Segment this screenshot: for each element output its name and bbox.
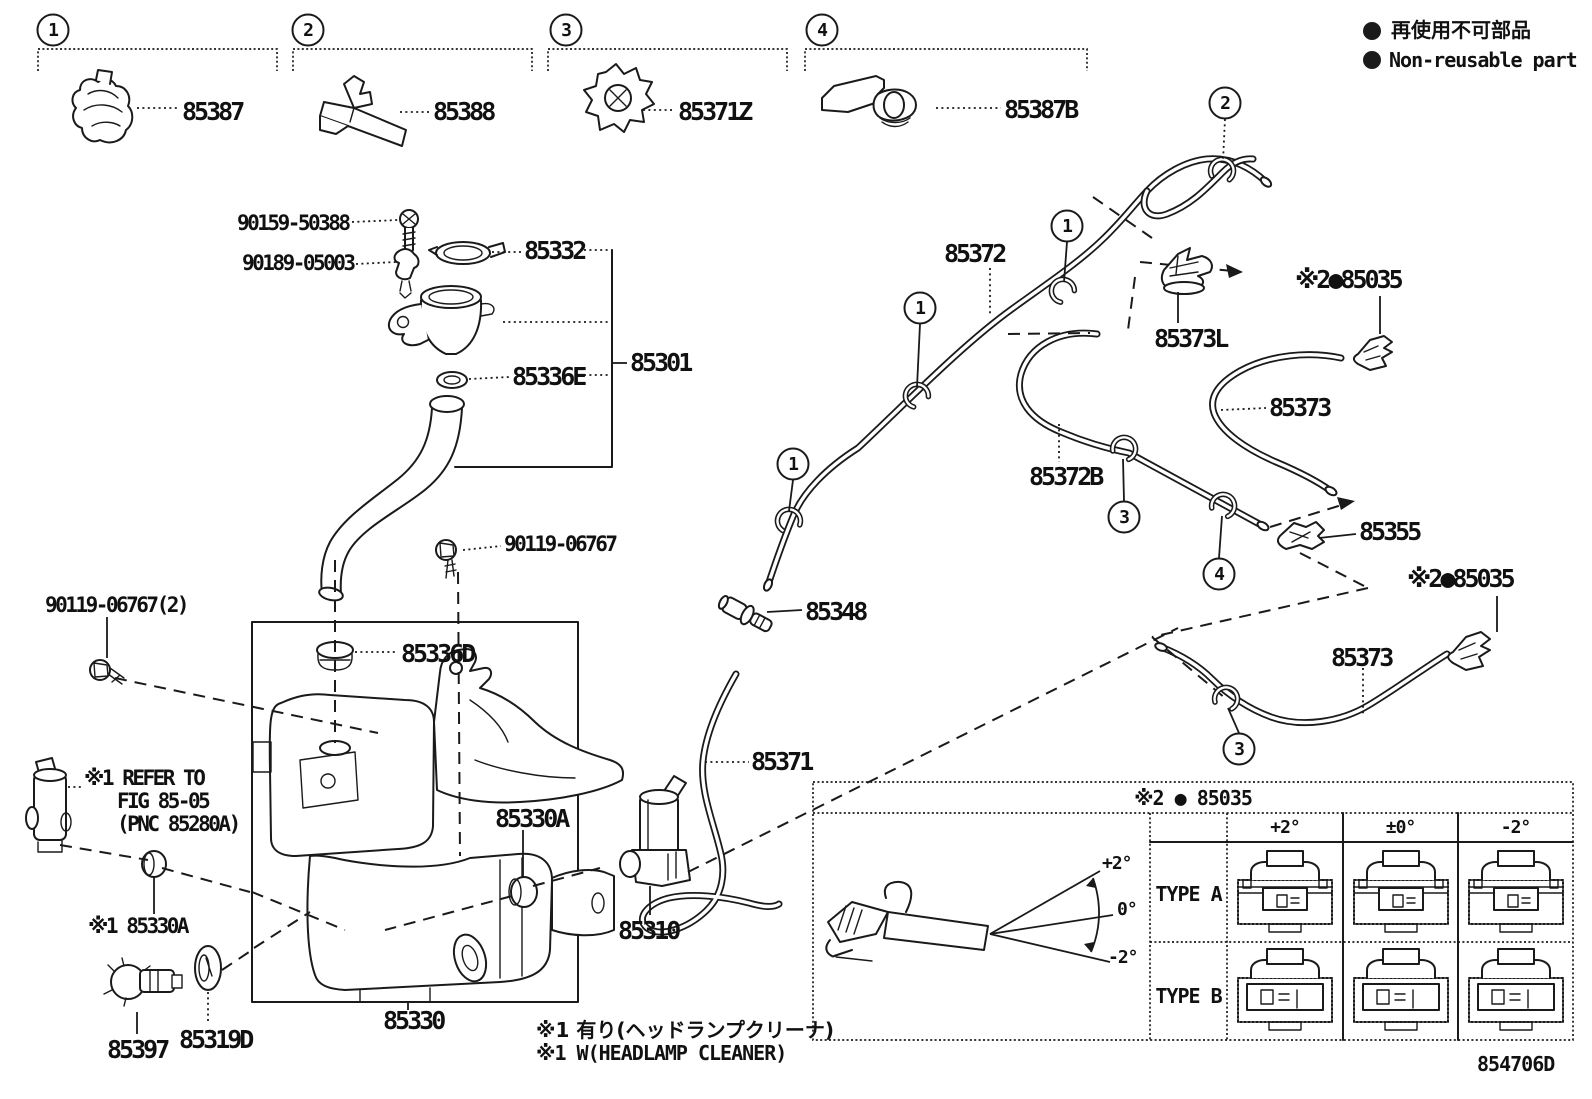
angle-fan	[990, 871, 1113, 962]
inlet-cap-85332	[429, 242, 505, 264]
washer-pump-85310	[620, 776, 690, 886]
part-label-85371Z: 85371Z	[678, 97, 753, 126]
nozzle-illustration	[826, 882, 988, 961]
joint-85348	[716, 592, 775, 636]
label-leaders	[68, 108, 1363, 1024]
callout-1b: 1	[915, 298, 926, 319]
note-refer-line3: (PNC 85280A)	[117, 812, 241, 836]
table-header: ※2 ● 85035	[1134, 786, 1253, 810]
grommet-85319D	[195, 946, 221, 990]
part-label-85387: 85387	[182, 97, 245, 126]
construction-lines	[60, 197, 1368, 970]
part-label-85332: 85332	[524, 236, 587, 265]
part-label-85372B: 85372B	[1029, 462, 1104, 491]
assembly-bracket-85301	[455, 250, 627, 467]
clip-85371Z-part	[584, 64, 654, 132]
section-2-number: 2	[303, 20, 314, 41]
callout-3b: 3	[1234, 739, 1245, 760]
table-col-zero: ±0°	[1385, 817, 1417, 838]
part-label-90119-06767: 90119-06767	[504, 532, 618, 556]
part-label-90159-50388: 90159-50388	[237, 211, 351, 235]
headlamp-cleaner-pump	[26, 758, 71, 852]
part-label-85301: 85301	[630, 348, 693, 377]
part-label-85371: 85371	[751, 747, 814, 776]
callout-circles	[38, 15, 1255, 765]
table-row-type-a: TYPE A	[1155, 882, 1222, 906]
clip-85355	[1278, 522, 1324, 549]
callout-3a: 3	[1119, 507, 1130, 528]
footnote-en: ※1 W(HEADLAMP CLEANER)	[536, 1041, 787, 1065]
hose-tips	[762, 175, 1338, 652]
legend-text-ja: 再使用不可部品	[1391, 18, 1531, 42]
section-4-number: 4	[817, 20, 828, 41]
part-label-85348: 85348	[805, 597, 868, 626]
nozzle-85373L	[1162, 248, 1212, 294]
legend-bullet-2	[1363, 51, 1381, 69]
bolt-90119-06767-2	[90, 660, 124, 684]
part-label-85330A: 85330A	[495, 804, 570, 833]
part-label-90119-06767-2: 90119-06767(2)	[45, 593, 190, 617]
clip-85387-part	[73, 70, 133, 142]
part-label-85373-lower: 85373	[1331, 643, 1394, 672]
hose-85372	[768, 159, 1266, 585]
part-label-90189-05003: 90189-05003	[242, 251, 356, 275]
part-label-85373-upper: 85373	[1269, 393, 1332, 422]
part-label-85330A-note: ※1 85330A	[88, 914, 190, 938]
table-col-minus2: -2°	[1500, 817, 1532, 838]
section-3-number: 3	[561, 20, 572, 41]
table-row-type-b: TYPE B	[1155, 984, 1222, 1008]
legend-bullet-1	[1363, 22, 1381, 40]
part-label-85397: 85397	[107, 1035, 170, 1064]
section-1-number: 1	[48, 20, 59, 41]
note-refer-line1: ※1 REFER TO	[84, 766, 206, 790]
level-gauge-85397	[104, 958, 182, 1006]
bracket-85387B-part	[822, 76, 916, 127]
bushing-85330A	[509, 877, 537, 907]
hose-clip-rings	[774, 157, 1241, 710]
callout-4: 4	[1214, 564, 1225, 585]
fan-label-minus2: -2°	[1108, 947, 1138, 968]
solid-leaders	[107, 119, 1497, 1034]
bolt-90119-06767	[436, 540, 456, 578]
clip-90189-05003	[395, 249, 419, 298]
clip-85035-upper	[1354, 336, 1392, 370]
part-label-85388: 85388	[433, 97, 496, 126]
part-label-85355: 85355	[1359, 517, 1422, 546]
part-label-85336E: 85336E	[512, 362, 587, 391]
part-label-85373L: 85373L	[1154, 324, 1229, 353]
part-label-85372: 85372	[944, 239, 1007, 268]
washer-inlet-85301	[318, 286, 494, 602]
spec-table	[813, 782, 1573, 1040]
fan-label-plus2: +2°	[1102, 853, 1132, 874]
part-label-85319D: 85319D	[179, 1025, 254, 1054]
note-refer-line2: FIG 85-05	[117, 789, 211, 813]
legend-text-en: Non-reusable part	[1389, 48, 1578, 72]
callout-2: 2	[1220, 93, 1231, 114]
footnote-ja: ※1 有り(ヘッドランプクリーナ)	[536, 1018, 835, 1042]
part-label-85336D: 85336D	[401, 639, 476, 668]
ref-label-85035-lower: ※2●85035	[1407, 564, 1516, 593]
clip-85035-lower	[1448, 632, 1490, 670]
fan-label-zero: 0°	[1117, 899, 1138, 920]
clip-85388-part	[320, 76, 406, 146]
part-label-85387B: 85387B	[1004, 95, 1079, 124]
section-brackets	[38, 49, 1087, 71]
screw-90159-50388	[400, 210, 418, 256]
hose-85373-lower	[1161, 647, 1447, 723]
doc-number: 854706D	[1477, 1052, 1555, 1076]
reservoir-tank-85330	[253, 649, 623, 1002]
callout-1a: 1	[788, 454, 799, 475]
part-label-85310: 85310	[618, 916, 681, 945]
callout-1c: 1	[1062, 216, 1073, 237]
grommet-85330A-left	[142, 851, 166, 877]
hose-85373-upper	[1213, 355, 1341, 491]
ref-label-85035-upper: ※2●85035	[1295, 265, 1404, 294]
part-label-85330: 85330	[383, 1006, 446, 1035]
table-col-plus2: +2°	[1270, 817, 1301, 838]
